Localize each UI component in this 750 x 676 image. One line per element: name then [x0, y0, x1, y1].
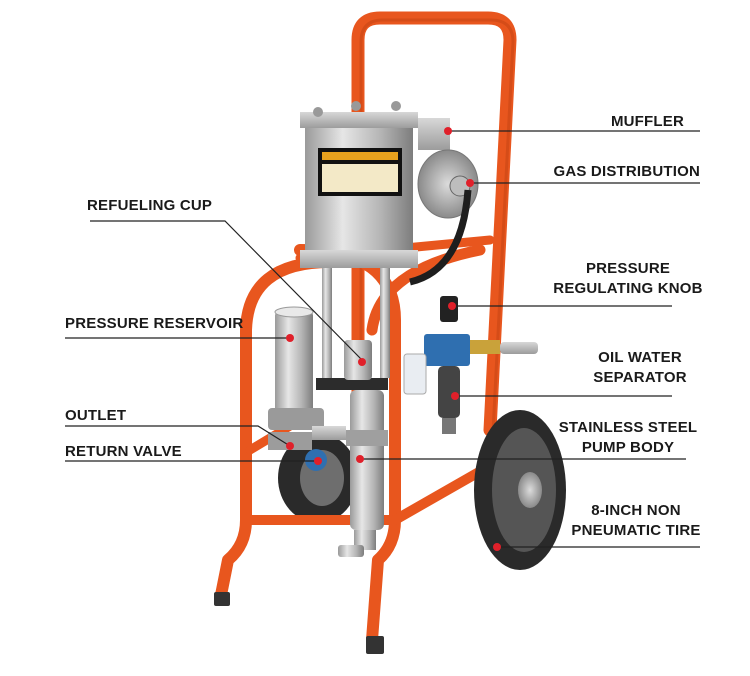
marker-dots	[286, 127, 501, 551]
label-oil-water-separator: OIL WATER SEPARATOR	[570, 348, 710, 388]
label-pump-body-line1: STAINLESS STEEL	[558, 419, 698, 436]
label-gas-distribution: GAS DISTRIBUTION	[553, 163, 700, 180]
label-pressure-regulating-knob: PRESSURE REGULATING KNOB	[528, 259, 728, 299]
label-pressure-reservoir: PRESSURE RESERVOIR	[65, 315, 244, 332]
dot-refueling-cup	[358, 358, 366, 366]
dot-regulating-knob	[448, 302, 456, 310]
label-pressure-regulating-knob-line2: REGULATING KNOB	[553, 280, 703, 297]
gas-distribution-unit	[417, 118, 479, 219]
label-outlet: OUTLET	[65, 407, 127, 424]
leader-outlet	[65, 425, 291, 447]
regulator-filter	[403, 296, 538, 434]
label-muffler: MUFFLER	[610, 113, 684, 130]
label-oil-water-separator-line1: OIL WATER	[598, 349, 682, 366]
dot-tire	[493, 543, 501, 551]
leader-lines	[65, 130, 700, 548]
leader-refueling-cup	[90, 220, 363, 361]
label-tire-line2: PNEUMATIC TIRE	[571, 522, 701, 539]
dot-outlet	[286, 442, 294, 450]
label-stainless-steel-pump-body: STAINLESS STEEL PUMP BODY	[548, 418, 708, 458]
label-pump-body-line2: PUMP BODY	[581, 439, 675, 456]
dot-muffler	[444, 127, 452, 135]
air-motor	[300, 101, 418, 268]
label-refueling-cup: REFUELING CUP	[87, 197, 213, 214]
label-pressure-regulating-knob-line1: PRESSURE	[585, 260, 671, 277]
dot-return-valve	[314, 457, 322, 465]
label-tire-line1: 8-INCH NON	[591, 502, 681, 519]
label-oil-water-separator-line2: SEPARATOR	[593, 369, 687, 386]
foot-right	[366, 636, 384, 654]
foot-left	[214, 592, 230, 606]
dot-gas-distribution	[466, 179, 474, 187]
dot-oil-water-separator	[451, 392, 459, 400]
label-tire: 8-INCH NON PNEUMATIC TIRE	[556, 501, 716, 541]
pump-column	[316, 268, 390, 557]
dot-pressure-reservoir	[286, 334, 294, 342]
label-return-valve: RETURN VALVE	[65, 443, 182, 460]
air-hose	[409, 189, 472, 286]
outlet-valve-assembly	[268, 426, 346, 471]
dot-pump-body	[356, 455, 364, 463]
pressure-reservoir	[268, 306, 324, 430]
